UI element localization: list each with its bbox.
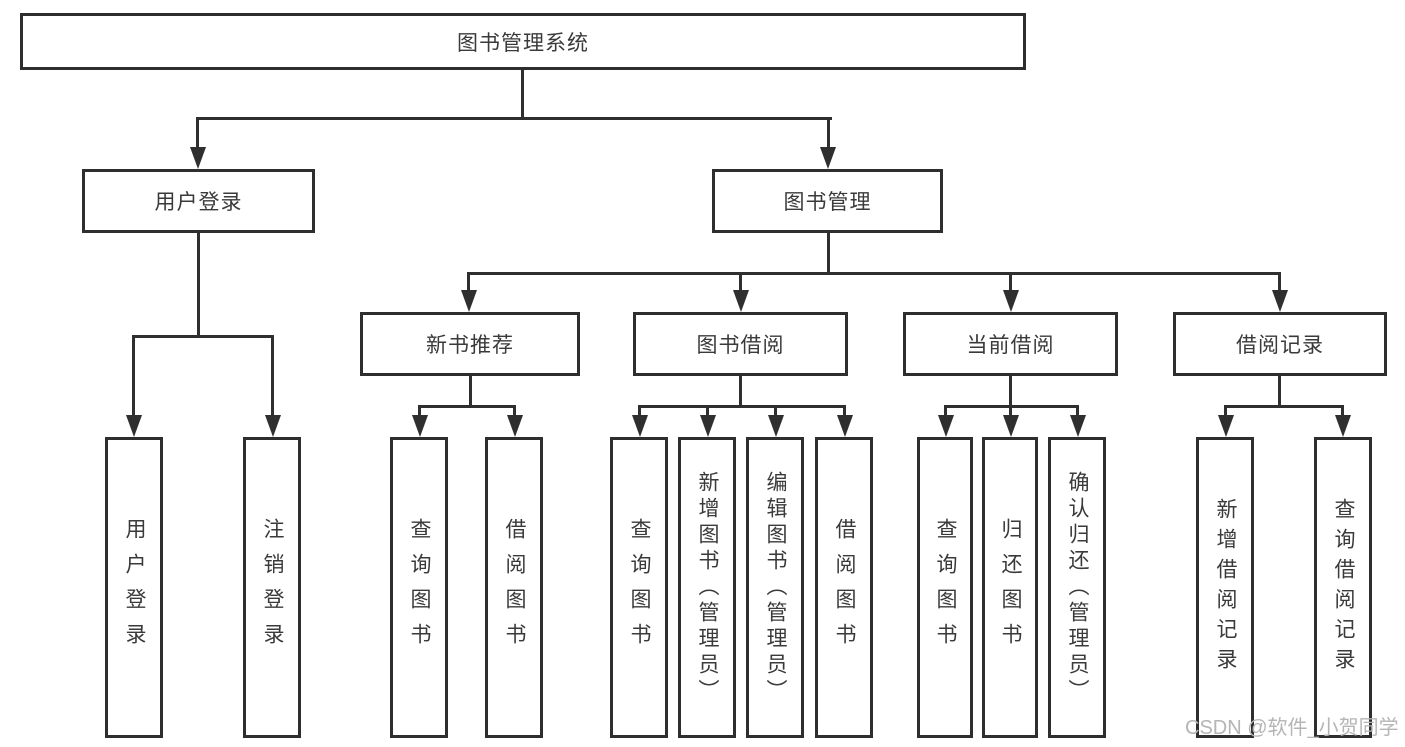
arrowhead-down-icon (1218, 415, 1234, 437)
node-leaf-borrow-books-recommend-label: 借阅图书 (503, 517, 526, 658)
arrowhead-down-icon (265, 415, 281, 437)
arrowhead-down-icon (768, 415, 784, 437)
node-leaf-query-borrow-record: 查询借阅记录 (1314, 437, 1372, 738)
node-leaf-edit-books-admin: 编辑图书（管理员） (746, 437, 804, 738)
node-leaf-return-books: 归还图书 (982, 437, 1038, 738)
connector-line (1278, 376, 1281, 406)
connector-line (513, 405, 516, 417)
node-leaf-user-login-label: 用户登录 (123, 517, 146, 658)
arrowhead-down-icon (126, 415, 142, 437)
node-leaf-confirm-return-admin: 确认归还（管理员） (1048, 437, 1106, 738)
connector-line (132, 335, 135, 416)
connector-line (418, 405, 516, 408)
node-root: 图书管理系统 (20, 13, 1026, 70)
connector-line (1341, 405, 1344, 417)
node-leaf-return-books-label: 归还图书 (999, 517, 1022, 658)
node-book-borrow: 图书借阅 (633, 312, 848, 376)
node-leaf-query-books-recommend-label: 查询图书 (408, 517, 431, 658)
connector-line (1076, 405, 1079, 417)
connector-line (196, 117, 199, 148)
node-leaf-user-login: 用户登录 (105, 437, 163, 738)
connector-line (467, 272, 1281, 275)
connector-line (739, 376, 742, 406)
arrowhead-down-icon (1272, 290, 1288, 312)
connector-line (706, 405, 709, 417)
arrowhead-down-icon (1070, 415, 1086, 437)
connector-line (827, 117, 830, 148)
arrowhead-down-icon (412, 415, 428, 437)
node-leaf-edit-books-admin-label: 编辑图书（管理员） (764, 470, 787, 705)
arrowhead-down-icon (700, 415, 716, 437)
connector-line (197, 233, 200, 335)
node-new-book-recommend-label: 新书推荐 (426, 334, 514, 357)
node-current-borrow-label: 当前借阅 (966, 334, 1055, 357)
arrowhead-down-icon (461, 290, 477, 312)
connector-line (638, 405, 641, 417)
arrowhead-down-icon (507, 415, 523, 437)
node-leaf-add-borrow-record-label: 新增借阅记录 (1214, 497, 1237, 678)
connector-line (467, 272, 470, 292)
arrowhead-down-icon (733, 290, 749, 312)
node-leaf-borrow-books-recommend: 借阅图书 (485, 437, 543, 738)
node-user-login: 用户登录 (82, 169, 315, 233)
arrowhead-down-icon (1003, 415, 1019, 437)
node-book-borrow-label: 图书借阅 (696, 334, 785, 357)
node-leaf-query-borrow-record-label: 查询借阅记录 (1332, 497, 1355, 678)
arrowhead-down-icon (1003, 290, 1019, 312)
node-new-book-recommend: 新书推荐 (360, 312, 580, 376)
node-book-management-label: 图书管理 (783, 191, 872, 214)
node-leaf-query-books-recommend: 查询图书 (390, 437, 448, 738)
node-leaf-query-books-borrow: 查询图书 (610, 437, 668, 738)
node-leaf-add-books-admin-label: 新增图书（管理员） (696, 470, 719, 705)
node-borrow-records-label: 借阅记录 (1236, 334, 1324, 357)
connector-line (739, 272, 742, 292)
node-leaf-add-books-admin: 新增图书（管理员） (678, 437, 736, 738)
connector-line (1224, 405, 1344, 408)
connector-line (271, 335, 274, 416)
node-borrow-records: 借阅记录 (1173, 312, 1387, 376)
csdn-watermark: CSDN @软件_小贺同学 (1185, 717, 1399, 739)
connector-line (827, 233, 830, 272)
connector-line (1009, 376, 1012, 406)
arrowhead-down-icon (837, 415, 853, 437)
connector-line (418, 405, 421, 417)
connector-line (1224, 405, 1227, 417)
arrowhead-down-icon (632, 415, 648, 437)
node-leaf-borrow-books-label: 借阅图书 (833, 517, 856, 658)
connector-line (843, 405, 846, 417)
node-root-label: 图书管理系统 (457, 31, 589, 55)
node-leaf-logout-label: 注销登录 (261, 517, 284, 658)
connector-line (196, 117, 832, 120)
node-leaf-query-books-current: 查询图书 (917, 437, 973, 738)
arrowhead-down-icon (190, 147, 206, 169)
connector-line (469, 376, 472, 406)
connector-line (638, 405, 846, 408)
node-book-management: 图书管理 (712, 169, 943, 233)
node-current-borrow: 当前借阅 (903, 312, 1118, 376)
node-leaf-query-books-borrow-label: 查询图书 (628, 517, 651, 658)
node-leaf-confirm-return-admin-label: 确认归还（管理员） (1066, 470, 1089, 705)
connector-line (944, 405, 947, 417)
arrowhead-down-icon (938, 415, 954, 437)
connector-line (521, 70, 524, 118)
arrowhead-down-icon (1335, 415, 1351, 437)
connector-line (1009, 272, 1012, 292)
node-leaf-query-books-current-label: 查询图书 (934, 517, 957, 658)
connector-line (774, 405, 777, 417)
node-leaf-borrow-books: 借阅图书 (815, 437, 873, 738)
node-leaf-add-borrow-record: 新增借阅记录 (1196, 437, 1254, 738)
connector-line (1278, 272, 1281, 292)
connector-line (132, 335, 274, 338)
arrowhead-down-icon (820, 147, 836, 169)
connector-line (1009, 405, 1012, 417)
node-leaf-logout: 注销登录 (243, 437, 301, 738)
node-user-login-label: 用户登录 (154, 191, 243, 214)
